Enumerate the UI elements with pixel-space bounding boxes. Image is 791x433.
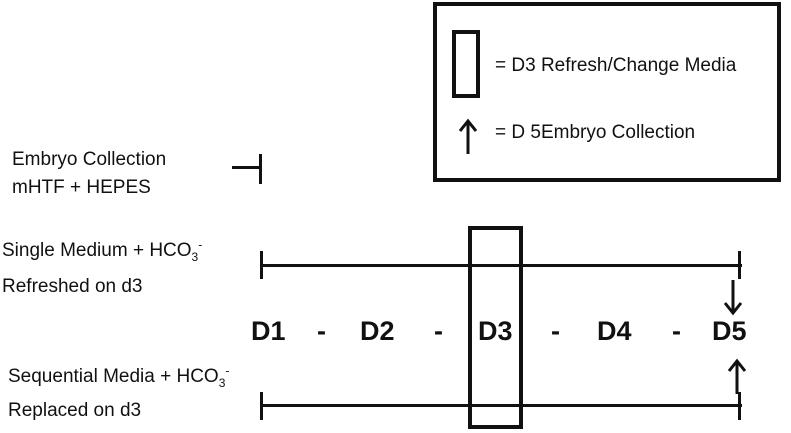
sequential-media-timeline — [261, 404, 742, 407]
day-label-d3: D3 — [478, 316, 513, 346]
single-start-tick — [260, 251, 263, 279]
day-separator: - — [551, 316, 560, 346]
legend-box — [433, 2, 781, 182]
single-medium-timeline — [261, 264, 742, 267]
collection-up-arrow-icon — [727, 358, 747, 394]
legend-up-arrow-icon — [458, 118, 478, 154]
day-label-d4: D4 — [597, 316, 632, 346]
day-label-d1: D1 — [251, 316, 286, 346]
single-medium-label: Single Medium + HCO3- — [2, 237, 203, 264]
collection-stub-end — [259, 154, 262, 184]
day-separator: - — [434, 316, 443, 346]
d3-highlight-box — [468, 226, 523, 429]
legend-box-label: = D3 Refresh/Change Media — [495, 55, 737, 76]
single-end-tick — [738, 251, 741, 279]
day-label-d2: D2 — [360, 316, 395, 346]
collection-stub-line — [232, 166, 262, 169]
sequential-end-tick — [738, 392, 741, 420]
collection-label-line1: Embryo Collection — [12, 149, 167, 170]
sequential-media-label: Sequential Media + HCO3- — [8, 363, 230, 390]
legend-box-symbol — [452, 30, 480, 98]
single-medium-sublabel: Refreshed on d3 — [2, 276, 143, 297]
sequential-media-sublabel: Replaced on d3 — [8, 400, 142, 421]
collection-label-line2: mHTF + HEPES — [12, 177, 151, 198]
collection-down-arrow-icon — [723, 280, 743, 316]
day-separator: - — [317, 316, 326, 346]
day-label-d5: D5 — [712, 316, 747, 346]
day-separator: - — [672, 316, 681, 346]
legend-arrow-label: = D 5Embryo Collection — [495, 122, 696, 143]
sequential-start-tick — [260, 392, 263, 420]
